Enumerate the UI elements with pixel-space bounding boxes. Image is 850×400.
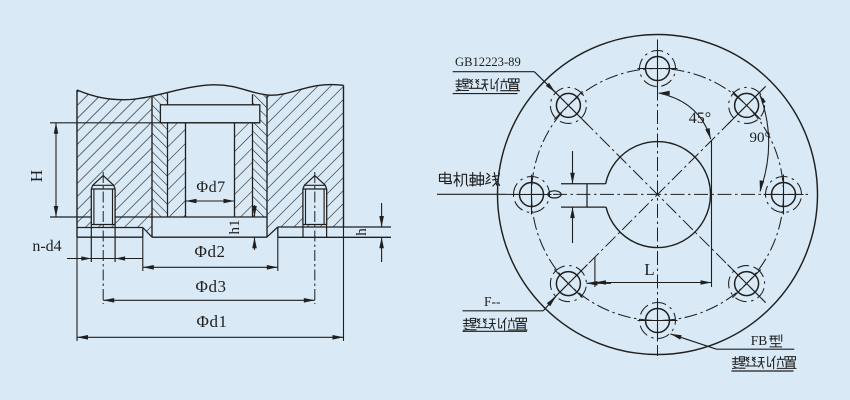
- svg-text:Φd1: Φd1: [197, 312, 228, 331]
- svg-text:F--: F--: [484, 294, 501, 309]
- svg-text:45°: 45°: [689, 110, 711, 127]
- svg-text:L: L: [644, 260, 654, 279]
- svg-text:Φd7: Φd7: [196, 179, 225, 196]
- svg-text:Φd3: Φd3: [196, 277, 227, 296]
- svg-text:H: H: [27, 170, 46, 182]
- svg-text:n-d4: n-d4: [32, 238, 61, 255]
- svg-text:Φd2: Φd2: [195, 242, 226, 261]
- svg-text:90°: 90°: [750, 130, 771, 146]
- svg-text:GB12223-89: GB12223-89: [455, 55, 521, 69]
- svg-text:h1: h1: [227, 220, 243, 235]
- svg-text:h: h: [354, 228, 370, 236]
- svg-text:FB: FB: [751, 333, 768, 348]
